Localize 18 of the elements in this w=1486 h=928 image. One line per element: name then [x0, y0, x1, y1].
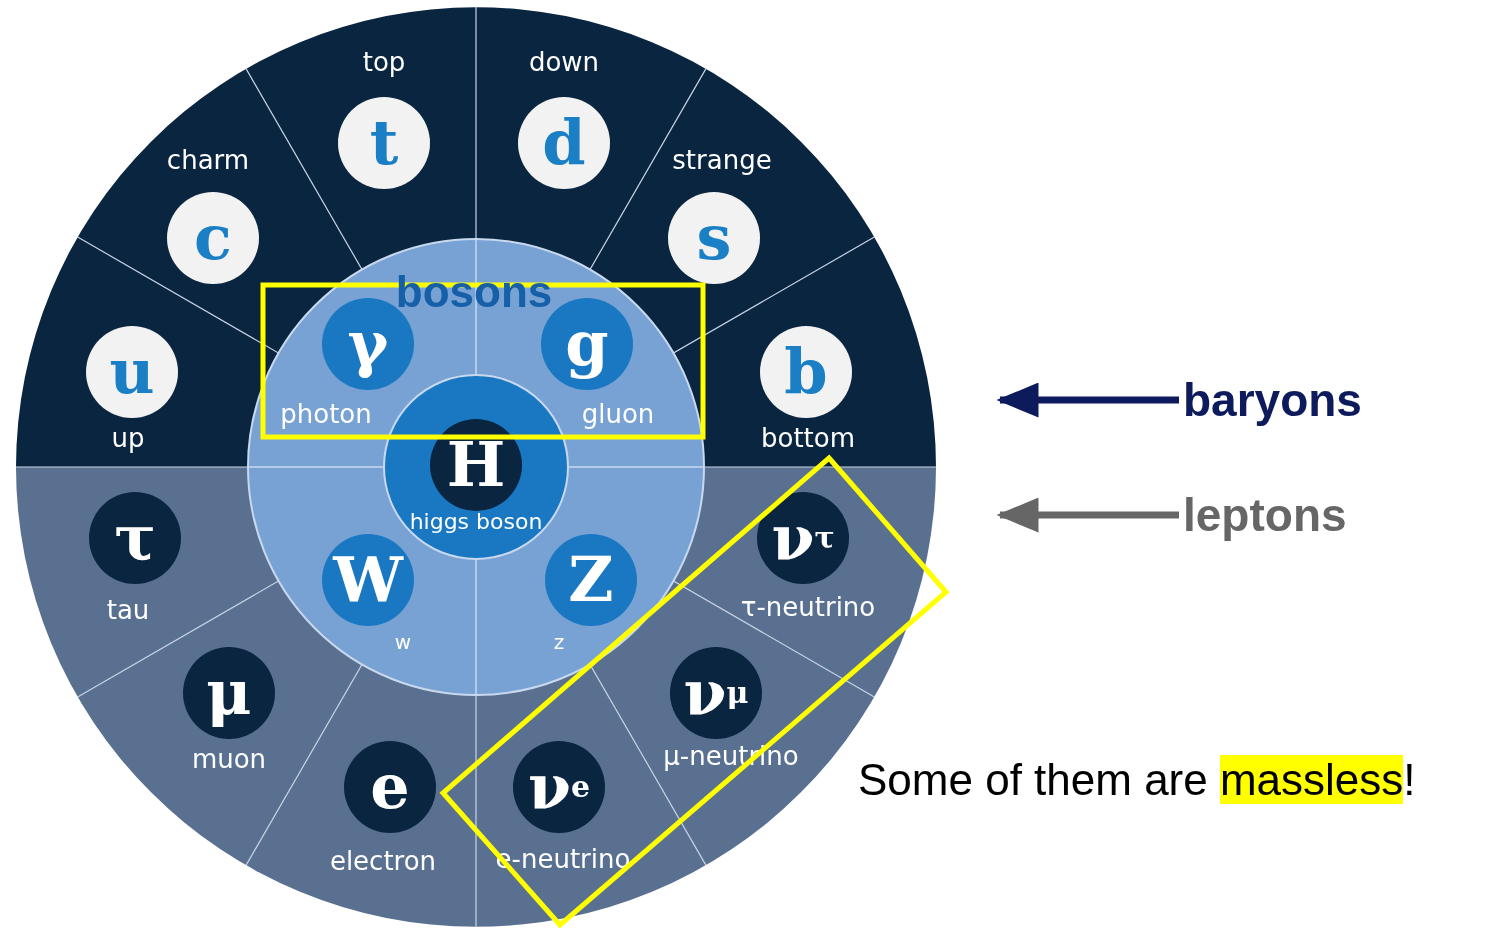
particle-name: charm	[166, 147, 250, 173]
group-label: baryons	[1183, 373, 1362, 427]
particle-name: z	[553, 632, 565, 652]
particle-name: τ-neutrino	[740, 594, 876, 620]
note-text: Some of them are massless!	[858, 755, 1416, 805]
particle-name: bottom	[761, 425, 855, 451]
particle-name: tau	[106, 597, 150, 623]
particle-name: higgs boson	[409, 511, 543, 533]
particle-name: electron	[329, 848, 437, 874]
particle-name: down	[528, 49, 600, 75]
particle-name: w	[394, 632, 412, 652]
particle-name: gluon	[581, 401, 655, 427]
particle-name: up	[111, 425, 145, 451]
particle-name: top	[362, 49, 406, 75]
particle-name: photon	[280, 401, 372, 427]
group-label: leptons	[1183, 488, 1347, 542]
particle-name: muon	[191, 746, 267, 772]
particle-name: strange	[672, 147, 772, 173]
